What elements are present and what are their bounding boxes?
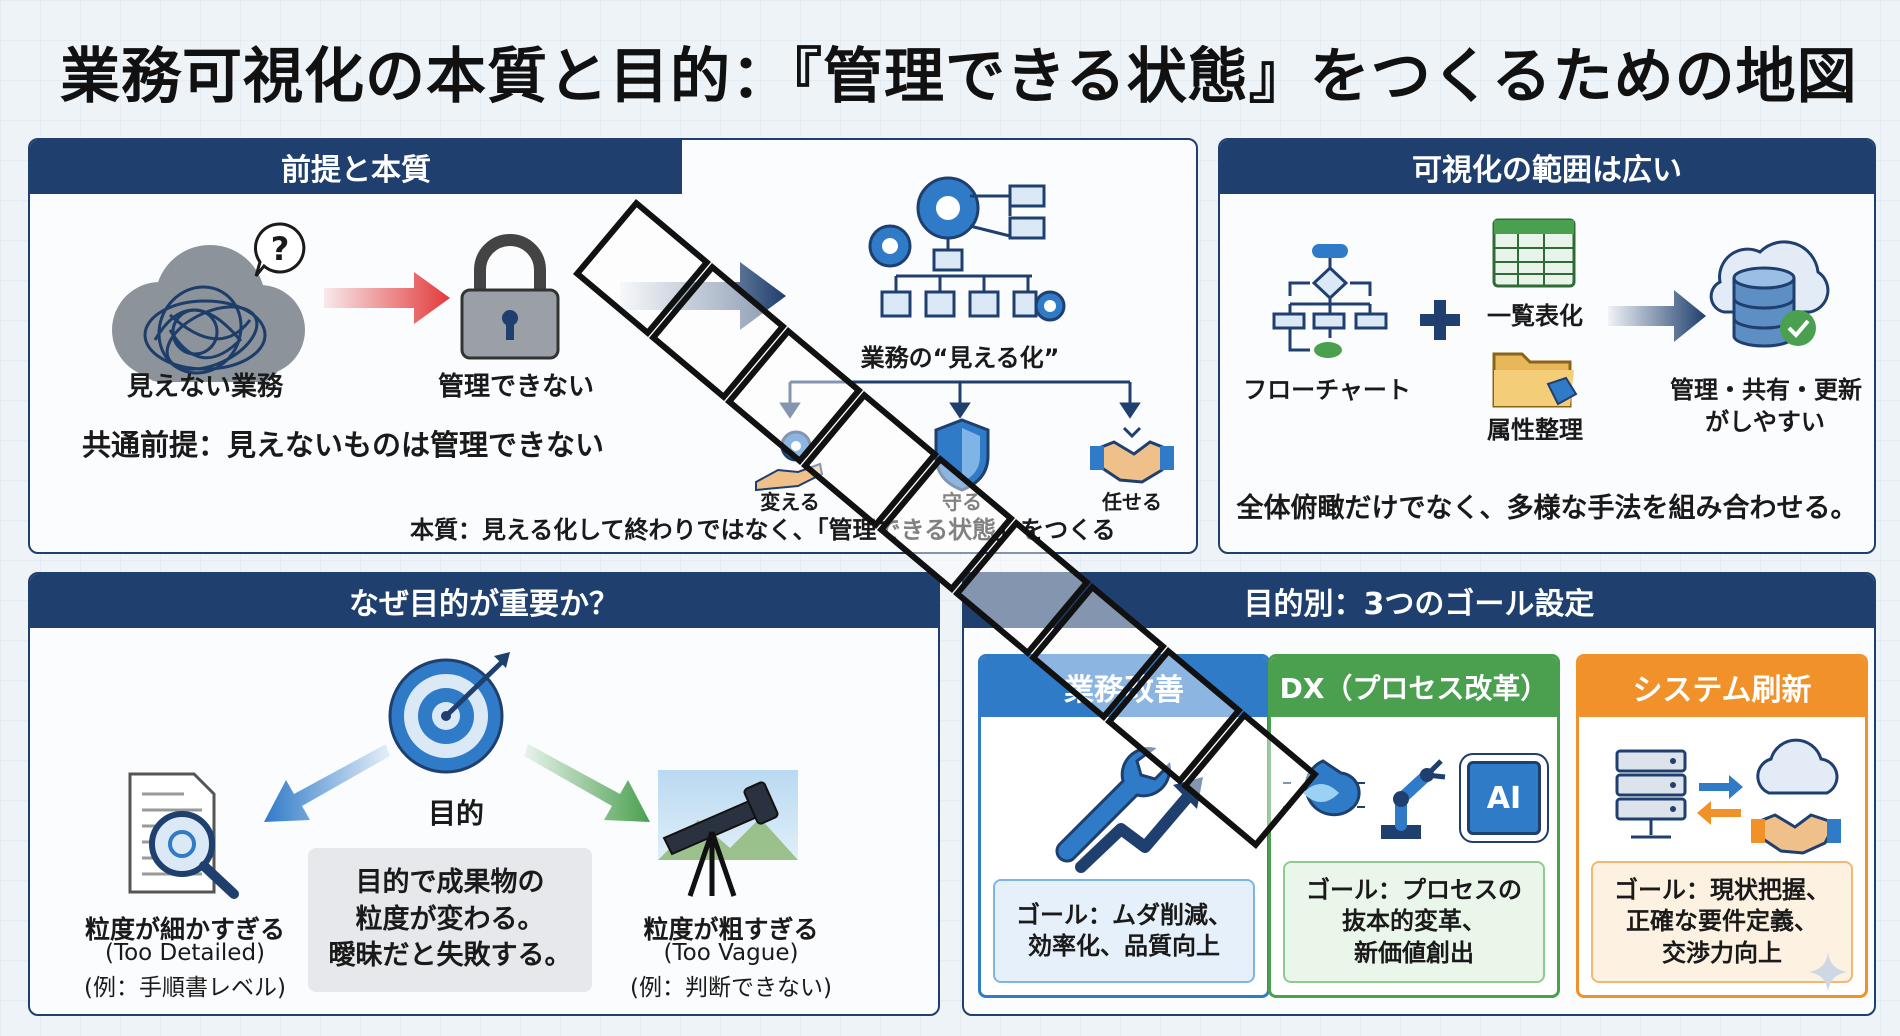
goal-system-line-1: ゴール：現状把握、: [1614, 876, 1830, 905]
goal-box-dx: ゴール：プロセスの 抜本的変革、 新価値創出: [1283, 861, 1545, 983]
center-line-2: 粒度が変わる。: [355, 903, 545, 935]
panel-goals-header: 目的別：3つのゴール設定: [964, 574, 1874, 628]
goal-card-system-title: システム刷新: [1579, 657, 1865, 717]
branch-label-delegate: 任せる: [1102, 490, 1162, 514]
too-detailed-example: (例：手順書レベル): [84, 975, 286, 1001]
shield-icon: [934, 418, 990, 492]
blue-arrow-icon: [620, 262, 786, 330]
too-detailed-en: (Too Detailed): [104, 940, 266, 966]
goal-system-line-2: 正確な要件定義、: [1626, 907, 1818, 936]
spreadsheet-icon: [1492, 218, 1576, 288]
sparkle-icon: [1808, 952, 1848, 992]
folder-tag-icon: [1492, 352, 1578, 408]
page-title: 業務可視化の本質と目的：『管理できる状態』をつくるための地図: [60, 42, 1858, 112]
server-icon: [1615, 749, 1687, 839]
panel-purpose-header: なぜ目的が重要か？: [30, 574, 938, 628]
goal-card-dx: DX（プロセス改革） AI ゴール：プロセスの 抜本的変革、 新価値創出: [1268, 654, 1560, 998]
padlock-icon: [460, 234, 560, 360]
goal-improvement-line-1: ゴール：ムダ削減、: [1016, 900, 1232, 929]
center-line-1: 目的で成果物の: [355, 867, 545, 899]
goal-card-system: システム刷新 ゴール：現状把握、 正確な要件定義、 交渉力向上: [1576, 654, 1868, 998]
handshake-icon-system: [1751, 813, 1841, 855]
ai-chip-icon: AI: [1467, 761, 1541, 835]
panel-purpose: なぜ目的が重要か？ 目的 粒度が細かすぎる (Too Detailed) (例：…: [28, 572, 940, 1016]
scope-summary: 全体俯瞰だけでなく、多様な手法を組み合わせる。: [1236, 493, 1858, 524]
right-arrow-icon: [1608, 290, 1706, 342]
flowchart-icon: [1272, 244, 1388, 358]
telescope-icon: [658, 770, 798, 897]
ai-chip-label: AI: [1486, 780, 1522, 816]
too-vague-title: 粒度が粗すぎる: [643, 915, 819, 944]
goal-card-improvement: 業務改善 ゴール：ムダ削減、 効率化、品質向上: [978, 654, 1270, 998]
handshake-icon: [1090, 426, 1174, 484]
goal-card-improvement-title: 業務改善: [981, 657, 1267, 717]
panel-scope-header: 可視化の範囲は広い: [1220, 140, 1874, 194]
cloud-icon: [1756, 738, 1839, 795]
visualization-label: 業務の“見える化”: [860, 344, 1060, 372]
database-check-icon: [1709, 240, 1830, 348]
goal-dx-line-3: 新価値創出: [1354, 938, 1474, 967]
result-label-line2: がしやすい: [1705, 408, 1825, 436]
panel-premise-header: 前提と本質: [30, 140, 682, 194]
purpose-label: 目的: [427, 797, 484, 830]
goal-improvement-line-2: 効率化、品質向上: [1028, 932, 1220, 960]
wrench-growth-icon: [1055, 747, 1203, 873]
goal-box-improvement: ゴール：ムダ削減、 効率化、品質向上: [993, 879, 1255, 983]
branch-connector: [779, 380, 1141, 419]
goal-box-system: ゴール：現状把握、 正確な要件定義、 交渉力向上: [1591, 861, 1853, 983]
brain-icon: [1283, 759, 1365, 817]
goal-system-line-3: 交渉力向上: [1662, 938, 1782, 967]
red-arrow-icon: [324, 272, 450, 324]
plus-icon: [1420, 300, 1460, 340]
hand-gear-icon: [755, 430, 824, 492]
list-label: 一覧表化: [1487, 302, 1583, 330]
flowchart-label: フローチャート: [1243, 376, 1411, 404]
tangled-cloud-icon: [112, 245, 305, 382]
goal-card-dx-title: DX（プロセス改革）: [1271, 657, 1557, 717]
question-bubble-icon: ?: [253, 222, 306, 277]
unseen-work-label: 見えない業務: [126, 372, 283, 402]
panel-scope: 可視化の範囲は広い フローチャート 一覧表化 属性整理: [1218, 138, 1876, 554]
too-vague-en: (Too Vague): [663, 940, 799, 966]
essence-text: 本質：見える化して終わりではなく、「管理できる状態」をつくる: [410, 516, 1116, 544]
sync-arrows-icon: [1697, 775, 1743, 825]
attributes-label: 属性整理: [1487, 416, 1583, 444]
goal-dx-line-1: ゴール：プロセスの: [1306, 876, 1522, 905]
target-icon: [388, 652, 510, 774]
blue-diagonal-arrow-icon: [264, 744, 390, 822]
too-vague-example: (例：判断できない): [630, 975, 832, 1001]
goal-dx-line-2: 抜本的変革、: [1342, 907, 1486, 936]
result-label-line1: 管理・共有・更新: [1670, 376, 1862, 404]
svg-text:?: ?: [271, 230, 290, 268]
magnifier-document-icon: [128, 772, 239, 899]
purpose-center-box: 目的で成果物の 粒度が変わる。 曖昧だと失敗する。: [308, 848, 592, 992]
robot-arm-icon: [1381, 759, 1446, 839]
panel-premise: 前提と本質 ? 見えない業務 管理できない 共通前提：見えないものは管理できない: [28, 138, 1198, 554]
cannot-manage-label: 管理できない: [437, 372, 594, 402]
gear-org-chart-icon: [868, 176, 1066, 322]
too-detailed-title: 粒度が細かすぎる: [84, 915, 285, 944]
center-line-3: 曖昧だと失敗する。: [328, 940, 572, 972]
green-diagonal-arrow-icon: [524, 744, 650, 822]
premise-text: 共通前提：見えないものは管理できない: [82, 428, 605, 462]
